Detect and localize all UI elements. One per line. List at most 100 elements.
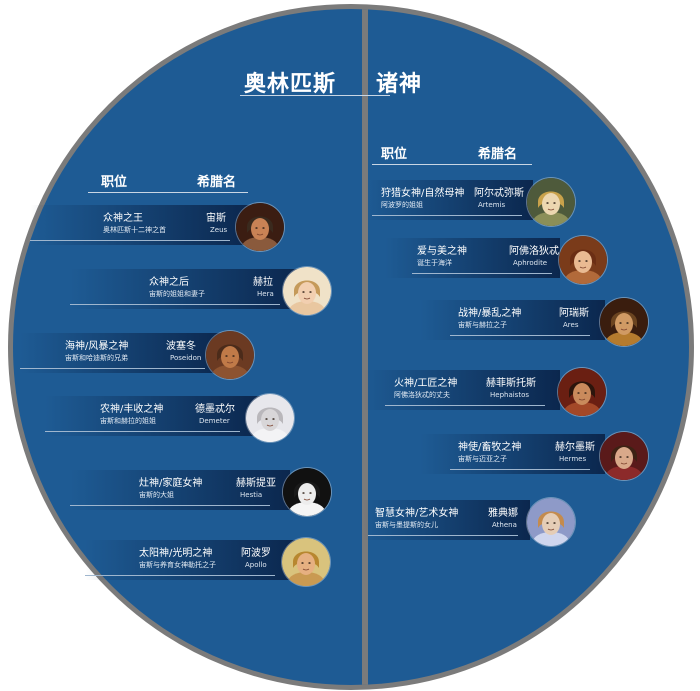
god-greek-name: Artemis [478, 201, 506, 209]
god-role: 农神/丰收之神 [100, 404, 164, 415]
athena-portrait [527, 498, 575, 546]
god-description: 宙斯的大姐 [139, 491, 174, 499]
god-description: 奥林匹斯十二神之首 [103, 226, 166, 234]
god-description: 宙斯与墨提斯的女儿 [375, 521, 438, 529]
god-chinese-name: 赫拉 [253, 277, 273, 288]
god-role: 神使/畜牧之神 [458, 442, 522, 453]
god-entry-zeus: 众神之王奥林匹斯十二神之首 宙斯 Zeus [0, 203, 700, 251]
god-role: 众神之王 [103, 213, 143, 224]
aphrodite-portrait [559, 236, 607, 284]
god-role: 爱与美之神 [417, 246, 467, 257]
demeter-portrait [246, 394, 294, 442]
god-role: 太阳神/光明之神 [139, 548, 213, 559]
god-greek-name: Hermes [559, 455, 587, 463]
hermes-portrait [600, 432, 648, 480]
god-entry-aphrodite: 爱与美之神诞生于海洋 阿佛洛狄忒 Aphrodite [0, 236, 700, 284]
entry-band [30, 205, 252, 245]
god-greek-name: Aphrodite [513, 259, 548, 267]
god-role: 火神/工匠之神 [394, 378, 458, 389]
god-greek-name: Poseidon [170, 354, 202, 362]
entry-band [70, 269, 300, 309]
entry-underline [30, 240, 230, 241]
god-chinese-name: 赫斯提亚 [236, 478, 276, 489]
entry-underline [70, 304, 280, 305]
god-chinese-name: 赫尔墨斯 [555, 442, 595, 453]
god-role: 海神/风暴之神 [65, 341, 129, 352]
artemis-portrait [527, 178, 575, 226]
hestia-portrait [283, 468, 331, 516]
god-description: 宙斯与赫拉之子 [458, 321, 507, 329]
ares-portrait [600, 298, 648, 346]
god-greek-name: Hera [257, 290, 274, 298]
god-description: 宙斯的姐姐和妻子 [149, 290, 205, 298]
entry-band [385, 238, 560, 278]
god-chinese-name: 宙斯 [206, 213, 226, 224]
god-chinese-name: 赫菲斯托斯 [486, 378, 536, 389]
god-entry-athena: 智慧女神/艺术女神宙斯与墨提斯的女儿 雅典娜 Athena [0, 498, 700, 546]
entry-underline [20, 368, 205, 369]
entry-underline [450, 469, 590, 470]
god-greek-name: Zeus [210, 226, 228, 234]
god-description: 阿佛洛狄忒的丈夫 [394, 391, 450, 399]
god-chinese-name: 阿瑞斯 [559, 308, 589, 319]
god-entry-artemis: 狩猎女神/自然母神阿波罗的姐姐 阿尔忒弥斯 Artemis [0, 178, 700, 226]
entry-band [20, 333, 225, 373]
god-entry-poseidon: 海神/风暴之神宙斯和哈迪斯的兄弟 波塞冬 Poseidon [0, 331, 700, 379]
god-chinese-name: 阿尔忒弥斯 [474, 188, 524, 199]
entry-band [360, 500, 530, 540]
entry-band [360, 370, 560, 410]
entry-band [45, 396, 260, 436]
entry-underline [385, 405, 545, 406]
header-left-role: 职位 [101, 175, 128, 190]
hephaistos-portrait [558, 368, 606, 416]
title-underline [240, 95, 390, 96]
header-right-greek: 希腊名 [478, 147, 518, 162]
entry-underline [450, 335, 590, 336]
god-entry-hera: 众神之后宙斯的姐姐和妻子 赫拉 Hera [0, 267, 700, 315]
god-greek-name: Athena [492, 521, 517, 529]
god-role: 智慧女神/艺术女神 [375, 508, 459, 519]
god-chinese-name: 雅典娜 [488, 508, 518, 519]
header-left-underline [88, 192, 248, 193]
god-role: 狩猎女神/自然母神 [381, 188, 465, 199]
god-entry-hestia: 灶神/家庭女神宙斯的大姐 赫斯提亚 Hestia [0, 468, 700, 516]
god-description: 阿波罗的姐姐 [381, 201, 423, 209]
apollo-portrait [282, 538, 330, 586]
entry-underline [372, 215, 522, 216]
god-entry-hephaistos: 火神/工匠之神阿佛洛狄忒的丈夫 赫菲斯托斯 Hephaistos [0, 368, 700, 416]
title-right: 诸神 [376, 72, 423, 97]
poseidon-portrait [206, 331, 254, 379]
god-entry-hermes: 神使/畜牧之神宙斯与迈亚之子 赫尔墨斯 Hermes [0, 432, 700, 480]
god-greek-name: Ares [563, 321, 579, 329]
god-role: 灶神/家庭女神 [139, 478, 203, 489]
hera-portrait [283, 267, 331, 315]
god-greek-name: Apollo [245, 561, 267, 569]
entry-underline [412, 273, 552, 274]
entry-underline [70, 505, 270, 506]
god-role: 众神之后 [149, 277, 189, 288]
entry-band [420, 300, 605, 340]
entry-band [365, 180, 533, 220]
god-chinese-name: 波塞冬 [166, 341, 196, 352]
god-description: 宙斯与养育女神勒托之子 [139, 561, 216, 569]
god-chinese-name: 阿佛洛狄忒 [509, 246, 559, 257]
entry-band [420, 434, 605, 474]
god-description: 宙斯和哈迪斯的兄弟 [65, 354, 128, 362]
god-description: 诞生于海洋 [417, 259, 452, 267]
entry-band [85, 540, 295, 580]
entry-band [70, 470, 290, 510]
god-chinese-name: 阿波罗 [241, 548, 271, 559]
god-greek-name: Hephaistos [490, 391, 530, 399]
god-entry-ares: 战神/暴乱之神宙斯与赫拉之子 阿瑞斯 Ares [0, 298, 700, 346]
god-greek-name: Demeter [199, 417, 230, 425]
god-chinese-name: 德墨忒尔 [195, 404, 235, 415]
center-divider [362, 9, 368, 685]
god-entry-apollo: 太阳神/光明之神宙斯与养育女神勒托之子 阿波罗 Apollo [0, 538, 700, 586]
header-left-greek: 希腊名 [197, 175, 237, 190]
god-greek-name: Hestia [240, 491, 263, 499]
god-description: 宙斯与迈亚之子 [458, 455, 507, 463]
god-role: 战神/暴乱之神 [458, 308, 522, 319]
entry-underline [368, 535, 518, 536]
